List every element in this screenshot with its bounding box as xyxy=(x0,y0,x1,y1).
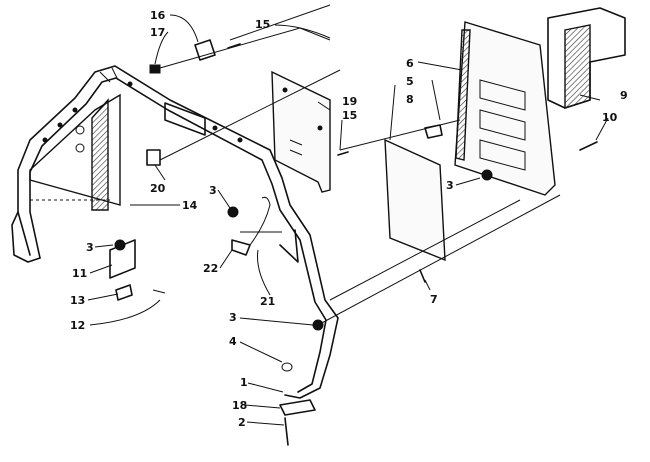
callout-21: 21 xyxy=(260,295,275,308)
callout-10: 10 xyxy=(602,111,618,124)
callout-13: 13 xyxy=(70,294,85,307)
assembly-lines xyxy=(30,4,561,326)
callout-19: 19 xyxy=(342,95,357,108)
callout-15-right: 15 xyxy=(342,109,357,122)
callout-14: 14 xyxy=(182,199,198,212)
leader-lines xyxy=(87,14,609,426)
callout-2: 2 xyxy=(238,416,246,429)
callout-1: 1 xyxy=(240,376,248,389)
tube-frame xyxy=(11,65,339,399)
callout-3-lower: 3 xyxy=(229,311,237,324)
left-plate xyxy=(29,93,121,211)
callout-7: 7 xyxy=(430,293,438,306)
perforated-panel xyxy=(384,138,446,262)
callout-9: 9 xyxy=(620,89,628,102)
callout-3-right: 3 xyxy=(446,179,454,192)
callout-15-top: 15 xyxy=(255,18,270,31)
callout-8: 8 xyxy=(406,93,414,106)
callout-labels: 1 2 3 3 3 3 4 5 6 7 8 9 10 11 12 13 14 1… xyxy=(70,9,628,429)
hardware xyxy=(109,39,598,446)
callout-11: 11 xyxy=(72,267,87,280)
callout-22: 22 xyxy=(203,262,218,275)
callout-3-left: 3 xyxy=(86,241,94,254)
callout-5: 5 xyxy=(406,75,414,88)
callout-3-center: 3 xyxy=(209,184,217,197)
callout-17: 17 xyxy=(150,26,165,39)
callout-18: 18 xyxy=(232,399,247,412)
callout-20: 20 xyxy=(150,182,166,195)
callout-4: 4 xyxy=(229,335,237,348)
right-panel xyxy=(454,21,556,196)
center-bracket xyxy=(271,70,331,193)
callout-6: 6 xyxy=(406,57,414,70)
callout-12: 12 xyxy=(70,319,85,332)
callout-16: 16 xyxy=(150,9,166,22)
foam-pad xyxy=(547,7,626,109)
